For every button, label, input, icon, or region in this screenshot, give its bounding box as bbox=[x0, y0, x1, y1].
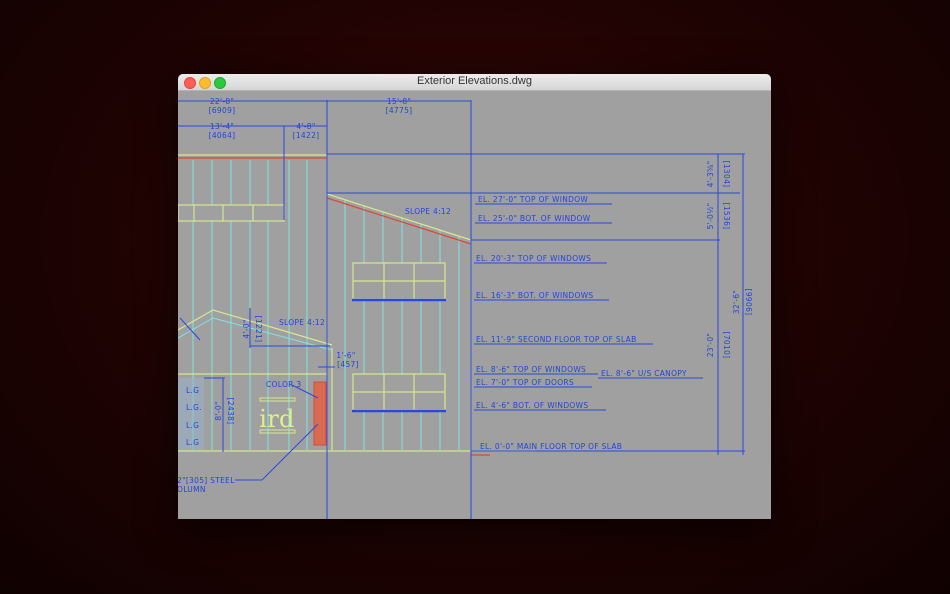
annotations: SLOPE 4:12 SLOPE 4:12 COLOR 3 L.G L.G. L… bbox=[178, 207, 451, 494]
dimension-lines bbox=[178, 100, 745, 519]
steel-column bbox=[313, 381, 327, 446]
svg-text:22'-8": 22'-8" bbox=[210, 97, 234, 106]
svg-text:COLOR 3: COLOR 3 bbox=[266, 380, 301, 389]
app-window: Exterior Elevations.dwg bbox=[178, 74, 771, 519]
svg-text:L.G: L.G bbox=[186, 386, 199, 395]
elevation-label: EL. 20'-3" TOP OF WINDOWS bbox=[476, 254, 591, 263]
drawing-canvas[interactable]: 22'-8" [6909] 15'-8" [4775] 13'-4" [4064… bbox=[178, 90, 771, 519]
svg-text:L.G: L.G bbox=[186, 438, 199, 447]
svg-text:[1536]: [1536] bbox=[722, 203, 731, 230]
elevation-label: EL. 25'-0" BOT. OF WINDOW bbox=[478, 214, 591, 223]
svg-text:15'-8": 15'-8" bbox=[387, 97, 411, 106]
svg-text:SLOPE 4:12: SLOPE 4:12 bbox=[279, 318, 325, 327]
close-button[interactable] bbox=[184, 77, 196, 89]
svg-text:[1304]: [1304] bbox=[722, 161, 731, 188]
logo-text: ird bbox=[259, 405, 294, 433]
elevation-label: EL. 4'-6" BOT. OF WINDOWS bbox=[476, 401, 588, 410]
svg-text:4'-8": 4'-8" bbox=[296, 122, 315, 131]
svg-text:[6909]: [6909] bbox=[209, 106, 236, 115]
svg-text:[457]: [457] bbox=[337, 360, 359, 369]
svg-text:2"[305] STEEL: 2"[305] STEEL bbox=[178, 476, 235, 485]
svg-text:[7010]: [7010] bbox=[722, 332, 731, 359]
svg-text:23'-0": 23'-0" bbox=[706, 333, 715, 357]
building-geometry bbox=[178, 154, 535, 456]
svg-text:[1221]: [1221] bbox=[254, 316, 263, 343]
svg-text:[2438]: [2438] bbox=[226, 398, 235, 425]
svg-text:L.G.: L.G. bbox=[186, 403, 202, 412]
elevation-labels: EL. 27'-0" TOP OF WINDOW EL. 25'-0" BOT.… bbox=[474, 195, 703, 451]
elevation-label: EL. 8'-6" U/S CANOPY bbox=[601, 369, 687, 378]
svg-text:5'-0½": 5'-0½" bbox=[706, 203, 715, 230]
svg-text:8'-0": 8'-0" bbox=[214, 401, 223, 420]
elevation-label: EL. 7'-0" TOP OF DOORS bbox=[476, 378, 574, 387]
svg-text:[9906]: [9906] bbox=[744, 289, 753, 316]
svg-text:13'-4": 13'-4" bbox=[210, 122, 234, 131]
svg-text:4'-0": 4'-0" bbox=[242, 319, 251, 338]
elevation-label: EL. 11'-9" SECOND FLOOR TOP OF SLAB bbox=[476, 335, 637, 344]
title-bar: Exterior Elevations.dwg bbox=[178, 74, 771, 91]
dimension-text: 22'-8" [6909] 15'-8" [4775] 13'-4" [4064… bbox=[209, 97, 753, 424]
elevation-label: EL. 16'-3" BOT. OF WINDOWS bbox=[476, 291, 593, 300]
svg-text:[1422]: [1422] bbox=[293, 131, 320, 140]
svg-text:[4064]: [4064] bbox=[209, 131, 236, 140]
svg-text:OLUMN: OLUMN bbox=[178, 485, 206, 494]
svg-text:[4775]: [4775] bbox=[386, 106, 413, 115]
elevation-label: EL. 0'-0" MAIN FLOOR TOP OF SLAB bbox=[480, 442, 622, 451]
minimize-button[interactable] bbox=[199, 77, 211, 89]
elevation-label: EL. 8'-6" TOP OF WINDOWS bbox=[476, 365, 586, 374]
svg-text:32'-6": 32'-6" bbox=[732, 290, 741, 314]
svg-text:L.G: L.G bbox=[186, 421, 199, 430]
elevation-label: EL. 27'-0" TOP OF WINDOW bbox=[478, 195, 588, 204]
svg-text:SLOPE 4:12: SLOPE 4:12 bbox=[405, 207, 451, 216]
svg-text:4'-3⅝": 4'-3⅝" bbox=[706, 161, 715, 188]
svg-text:1'-6": 1'-6" bbox=[336, 351, 355, 360]
window-title: Exterior Elevations.dwg bbox=[417, 75, 532, 87]
zoom-button[interactable] bbox=[214, 77, 226, 89]
